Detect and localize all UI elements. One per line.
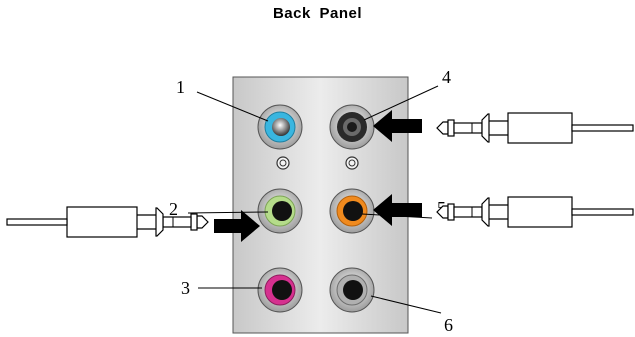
arrow-left-icon xyxy=(373,110,422,142)
audio-plug-icon xyxy=(436,196,634,228)
callout-3: 3 xyxy=(181,278,190,298)
callout-6: 6 xyxy=(444,315,453,335)
leader-line-4 xyxy=(363,85,439,121)
audio-plug-icon xyxy=(436,112,634,144)
leader-line-2 xyxy=(187,211,269,214)
jack-light-blue xyxy=(257,104,303,150)
leader-line-6 xyxy=(370,295,442,314)
jack-pink xyxy=(257,267,303,313)
panel-title: Back Panel xyxy=(272,5,363,22)
jack-orange xyxy=(329,188,375,234)
jack-gray xyxy=(329,267,375,313)
screw-hole-icon xyxy=(276,156,290,170)
jack-black xyxy=(329,104,375,150)
audio-plug-icon xyxy=(6,206,209,238)
arrow-left-icon xyxy=(373,194,422,226)
leader-line-1 xyxy=(196,91,269,122)
arrow-right-icon xyxy=(214,210,260,242)
callout-1: 1 xyxy=(176,77,185,97)
callout-4: 4 xyxy=(442,67,451,87)
screw-hole-icon xyxy=(345,156,359,170)
jack-lime-green xyxy=(257,188,303,234)
callout-2: 2 xyxy=(169,199,178,219)
